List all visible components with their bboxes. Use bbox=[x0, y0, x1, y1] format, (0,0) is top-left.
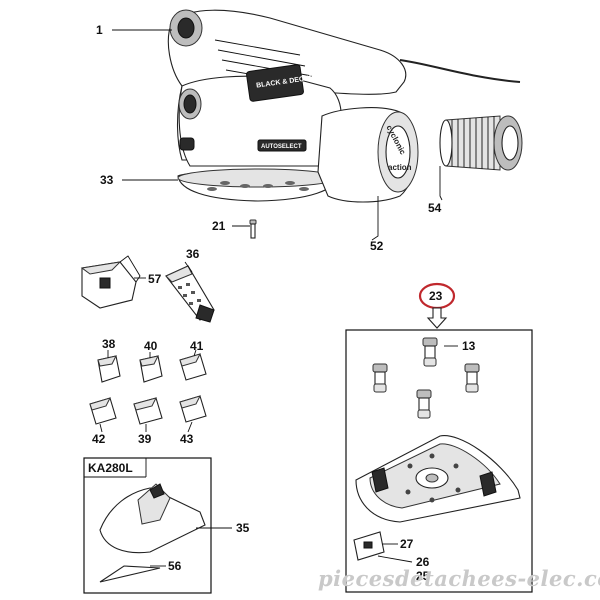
callout-26: 26 bbox=[416, 555, 430, 569]
callout-35: 35 bbox=[236, 521, 250, 535]
dust-filter bbox=[439, 115, 523, 171]
callout-54: 54 bbox=[428, 201, 442, 215]
callout-21: 21 bbox=[212, 219, 226, 233]
callout-41: 41 bbox=[190, 339, 204, 353]
pad-38 bbox=[97, 355, 121, 383]
callout-36: 36 bbox=[186, 247, 200, 261]
callout-13: 13 bbox=[462, 339, 476, 353]
nose-clip bbox=[80, 255, 141, 309]
callout-1: 1 bbox=[96, 23, 103, 37]
pad-39 bbox=[133, 397, 163, 425]
watermark-text: piecesdetachees-elec.com bbox=[318, 566, 600, 591]
kit-box-title: KA280L bbox=[88, 461, 133, 475]
cyclonic-text-line2: action bbox=[388, 163, 412, 172]
callout-27: 27 bbox=[400, 537, 414, 551]
finger-attachment bbox=[165, 265, 215, 323]
callout-38: 38 bbox=[102, 337, 116, 351]
callout-23: 23 bbox=[429, 289, 443, 303]
callout-43: 43 bbox=[180, 432, 194, 446]
pad-43 bbox=[179, 395, 207, 423]
screw bbox=[249, 219, 257, 239]
callout-40: 40 bbox=[144, 339, 158, 353]
ka280l-kit-box: KA280L bbox=[83, 457, 212, 594]
autoselect-text: AUTOSELECT bbox=[261, 144, 302, 150]
callout-42: 42 bbox=[92, 432, 106, 446]
leader-lines bbox=[99, 29, 458, 567]
sander-body: BLACK & DECKER AUTOSELECT cyclonic actio… bbox=[167, 9, 521, 203]
clip-27 bbox=[353, 531, 385, 561]
part-23-assembly-box bbox=[345, 282, 533, 593]
callout-52: 52 bbox=[370, 239, 384, 253]
pad-40 bbox=[139, 355, 163, 383]
delta-base-plate bbox=[355, 435, 521, 523]
autoselect-badge: AUTOSELECT bbox=[257, 139, 307, 152]
callout-25: 25 bbox=[416, 569, 430, 583]
pad-41 bbox=[179, 353, 207, 381]
callout-56: 56 bbox=[168, 559, 182, 573]
callout-39: 39 bbox=[138, 432, 152, 446]
callout-33: 33 bbox=[100, 173, 114, 187]
finger-pads bbox=[89, 353, 207, 425]
brand-logo: BLACK & DECKER bbox=[246, 64, 319, 102]
pad-42 bbox=[89, 397, 117, 425]
pad-adapters bbox=[372, 337, 480, 419]
callout-numbers: 1 33 21 52 54 36 57 38 40 41 42 39 43 35… bbox=[92, 23, 476, 583]
callout-57: 57 bbox=[148, 272, 162, 286]
